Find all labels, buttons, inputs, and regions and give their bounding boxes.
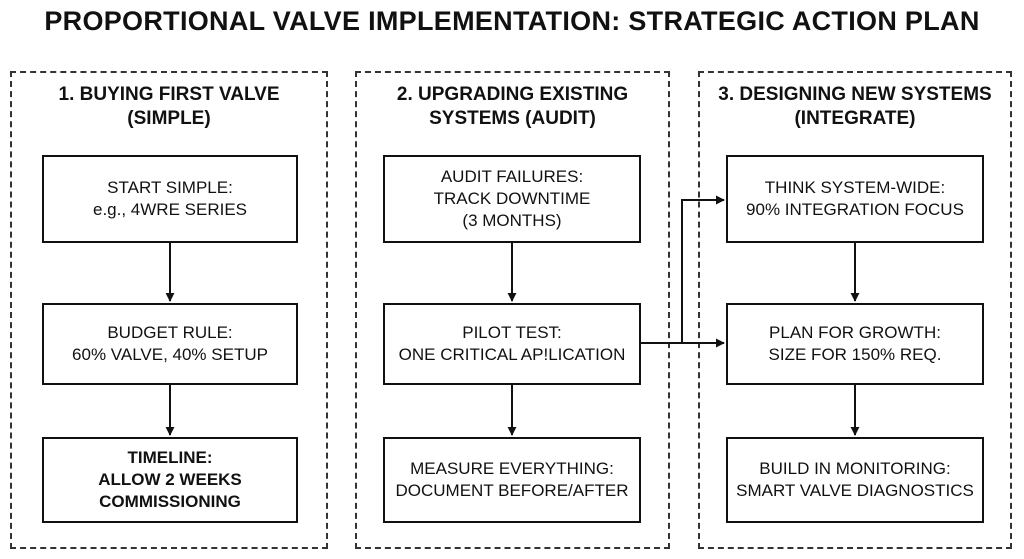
step-line: PILOT TEST: [462, 323, 562, 342]
panel-buying-first-valve: 1. BUYING FIRST VALVE (SIMPLE) [10, 71, 328, 549]
step-line: THINK SYSTEM-WIDE: [764, 178, 946, 197]
step-line: e.g., 4WRE SERIES [93, 200, 247, 219]
step-line: SIZE FOR 150% REQ. [768, 345, 942, 364]
step-line: TIMELINE: [127, 448, 213, 467]
step-audit-failures: AUDIT FAILURES: TRACK DOWNTIME (3 MONTHS… [383, 155, 641, 243]
step-line: MEASURE EVERYTHING: [410, 459, 614, 478]
step-line: AUDIT FAILURES: [440, 167, 584, 186]
step-budget-rule: BUDGET RULE: 60% VALVE, 40% SETUP [42, 303, 298, 385]
step-line: BUDGET RULE: [107, 323, 233, 342]
step-line: 90% INTEGRATION FOCUS [746, 200, 964, 219]
panel-title-line: 2. UPGRADING EXISTING [396, 84, 629, 105]
panel-title: 2. UPGRADING EXISTING SYSTEMS (AUDIT) [357, 83, 668, 131]
panel-title-line: 1. BUYING FIRST VALVE [58, 84, 280, 105]
step-line: 60% VALVE, 40% SETUP [72, 345, 268, 364]
panel-title-line: SYSTEMS (AUDIT) [429, 108, 596, 129]
step-line: PLAN FOR GROWTH: [769, 323, 941, 342]
step-line: SMART VALVE DIAGNOSTICS [736, 481, 974, 500]
step-line: START SIMPLE: [107, 178, 233, 197]
step-build-in-monitoring: BUILD IN MONITORING: SMART VALVE DIAGNOS… [726, 437, 984, 523]
step-plan-for-growth: PLAN FOR GROWTH: SIZE FOR 150% REQ. [726, 303, 984, 385]
step-pilot-test: PILOT TEST: ONE CRITICAL AP!LICATION [383, 303, 641, 385]
step-line: BUILD IN MONITORING: [759, 459, 951, 478]
panel-title: 1. BUYING FIRST VALVE (SIMPLE) [12, 83, 326, 131]
panel-title-line: 3. DESIGNING NEW SYSTEMS [718, 84, 992, 105]
step-start-simple: START SIMPLE: e.g., 4WRE SERIES [42, 155, 298, 243]
page-title: PROPORTIONAL VALVE IMPLEMENTATION: STRAT… [44, 6, 980, 36]
step-line: ONE CRITICAL AP!LICATION [398, 345, 626, 364]
panel-designing-new-systems: 3. DESIGNING NEW SYSTEMS (INTEGRATE) [698, 71, 1012, 549]
panel-title-line: (SIMPLE) [127, 108, 211, 129]
panel-title: 3. DESIGNING NEW SYSTEMS (INTEGRATE) [700, 83, 1010, 131]
step-line: (3 MONTHS) [462, 211, 562, 230]
step-timeline: TIMELINE: ALLOW 2 WEEKS COMMISSIONING [42, 437, 298, 523]
step-line: ALLOW 2 WEEKS [98, 470, 242, 489]
step-line: COMMISSIONING [99, 492, 241, 511]
step-line: TRACK DOWNTIME [433, 189, 591, 208]
panel-title-line: (INTEGRATE) [794, 108, 916, 129]
step-think-system-wide: THINK SYSTEM-WIDE: 90% INTEGRATION FOCUS [726, 155, 984, 243]
step-line: DOCUMENT BEFORE/AFTER [395, 481, 629, 500]
step-measure-everything: MEASURE EVERYTHING: DOCUMENT BEFORE/AFTE… [383, 437, 641, 523]
